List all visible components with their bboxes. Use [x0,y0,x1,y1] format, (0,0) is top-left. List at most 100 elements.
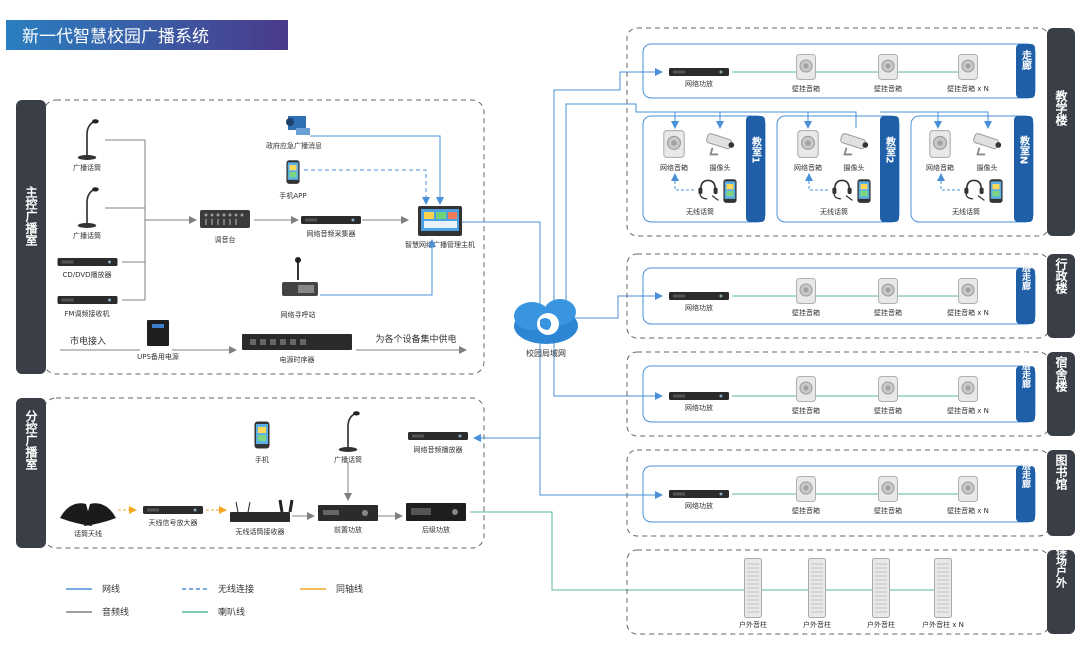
admin-building: 行政楼 各层走廊 网络功放 壁挂音箱 壁挂音箱 壁挂音箱 x N [626,253,1075,339]
corridor-tab-teaching: 走廊 [1020,49,1033,71]
classroom-2-mic-label: 无线话筒 [820,207,848,216]
sub-player-icon [408,432,468,440]
legend-wireless-label: 无线连接 [218,583,254,595]
broadcast-mic-2-label: 广播话筒 [73,231,101,240]
mixer-label: 调音台 [215,235,236,244]
page-title: 新一代智慧校园广播系统 [22,27,209,47]
antenna-label: 话筒天线 [74,529,102,538]
preamp-icon [318,505,378,521]
main-room-label: 主控广播室 [24,185,38,247]
classroom-n-mic-label: 无线话筒 [952,207,980,216]
admin-speaker-1-icon [796,278,816,304]
cd-player-icon [57,258,118,266]
preamp-label: 前置功放 [334,525,362,534]
wireless-receiver-icon [230,499,294,522]
outdoor-column-3-icon [872,558,890,618]
dorm-speaker-1-label: 壁挂音箱 [792,406,820,415]
main-audio-lines [105,139,409,301]
wireless-receiver-label: 无线话筒接收器 [236,527,285,536]
dorm-speaker-n-label: 壁挂音箱 x N [947,406,989,415]
classroom-1-speaker-label: 网络音箱 [660,163,688,172]
classroom-1-wireless-line [671,173,694,191]
classroom-n-camera-label: 摄像头 [977,163,998,172]
building-label-admin: 行政楼 [1054,257,1068,295]
library-amp-icon [669,490,729,498]
classroom-2-phone-icon [857,179,871,203]
broadcast-mic-2-icon [76,186,100,228]
dorm-amp-icon [669,392,729,400]
classroom-n-phone-icon [989,179,1003,203]
classroom-n-speaker-icon [929,130,951,158]
outdoor-column-n-label: 户外音柱 x N [922,620,964,629]
broadcast-mic-1-label: 广播话筒 [73,163,101,172]
sub-phone-label: 手机 [255,455,269,464]
dorm-speaker-2-label: 壁挂音箱 [874,406,902,415]
audio-collector-icon [301,216,361,224]
teaching-speaker-1-label: 壁挂音箱 [792,84,820,93]
dorm-building: 宿舍楼 各层走廊 网络功放 壁挂音箱 壁挂音箱 壁挂音箱 x N [626,351,1075,437]
classroom-1-speaker-icon [663,130,685,158]
admin-amp-label: 网络功放 [685,303,713,312]
sub-phone-icon [254,421,270,449]
phone-app-icon [286,160,300,184]
sub-mic-label: 广播话筒 [334,455,362,464]
classroom-2-speaker-label: 网络音箱 [794,163,822,172]
outdoor-column-2-label: 户外音柱 [803,620,831,629]
teaching-speaker-2-icon [878,54,898,80]
teaching-amp-icon [669,68,729,76]
ups-icon [147,320,169,346]
main-room-section: 主控广播室 广播话筒 广播话筒 CD/DVD播放器 FM调频接收机 调音台 [16,99,541,375]
legend-coax-label: 同轴线 [336,583,363,595]
admin-speaker-2-icon [878,278,898,304]
outdoor-area: 操场户外 户外音柱 户外音柱 户外音柱 户外音柱 x N [626,543,1075,635]
teaching-amp-label: 网络功放 [685,79,713,88]
cd-player-label: CD/DVD播放器 [62,270,111,279]
library-speaker-2-icon [878,476,898,502]
dorm-speaker-n-icon [958,376,978,402]
admin-speaker-2-label: 壁挂音箱 [874,308,902,317]
antenna-amp-icon [143,506,203,514]
teaching-speaker-n-icon [958,54,978,80]
sub-mic-icon [337,410,361,452]
building-label-outdoor: 操场户外 [1055,543,1069,589]
teaching-speaker-2-label: 壁挂音箱 [874,84,902,93]
classroom-1-mic-icon [697,179,720,202]
corridor-tab-dorm: 各层走廊 [1020,351,1032,389]
phone-wireless-line [304,169,430,205]
speaker-line-outdoor [470,511,740,591]
classroom-2-camera-icon [838,132,870,156]
legend: 网线 无线连接 同轴线 音频线 喇叭线 [66,583,363,618]
classroom-2-tab: 教室2 [884,135,897,163]
sub-room-label: 分控广播室 [24,409,38,471]
network-label: 校园局域网 [526,348,566,358]
classroom-1-tab: 教室1 [750,135,763,163]
classroom-2-camera-label: 摄像头 [844,163,865,172]
classroom-2-mic-icon [831,179,854,202]
classroom-2-speaker-icon [797,130,819,158]
corridor-tab-admin: 各层走廊 [1020,253,1032,291]
sub-audio-lines [292,462,403,520]
fm-receiver-icon [57,296,118,304]
power-amp-icon [406,503,466,521]
outdoor-column-n-icon [934,558,952,618]
antenna-icon [60,503,116,526]
library-speaker-2-label: 壁挂音箱 [874,506,902,515]
library-amp-label: 网络功放 [685,501,713,510]
sub-room-section: 分控广播室 手机 广播话筒 网络音频播放器 话筒天线 天线信号放大器 无线话筒接… [16,397,485,549]
backbone-lines [473,68,992,499]
mains-in-label: 市电接入 [70,335,106,347]
classroom-1-camera-icon [704,132,736,156]
sub-player-label: 网络音频播放器 [414,445,463,454]
teaching-speaker-n-label: 壁挂音箱 x N [947,84,989,93]
classroom-1-mic-label: 无线话筒 [686,207,714,216]
mixer-icon [200,210,250,228]
library-speaker-n-icon [958,476,978,502]
library-building: 图书馆 各层走廊 网络功放 壁挂音箱 壁挂音箱 壁挂音箱 x N [626,449,1075,537]
classroom-n-mic-icon [963,179,986,202]
classroom-n-speaker-label: 网络音箱 [926,163,954,172]
corridor-tab-library: 各层走廊 [1020,451,1032,489]
antenna-amp-label: 天线信号放大器 [149,518,198,527]
dorm-speaker-1-icon [796,376,816,402]
library-speaker-1-label: 壁挂音箱 [792,506,820,515]
gov-emergency-icon [286,116,310,135]
